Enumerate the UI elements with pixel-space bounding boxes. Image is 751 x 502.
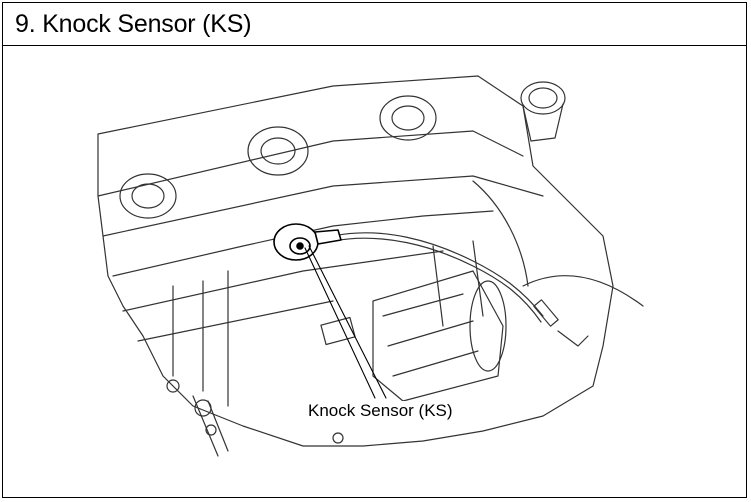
knock-sensor-callout: Knock Sensor (KS) — [306, 401, 455, 421]
starter-motor — [320, 270, 507, 402]
engine-illustration — [3, 46, 748, 498]
engine-block — [97, 75, 614, 447]
lower-bracket — [166, 379, 344, 457]
wiring-harness — [332, 180, 644, 347]
section-title: 9. Knock Sensor (KS) — [15, 10, 252, 38]
knock-sensor-part — [273, 223, 342, 261]
engine-line-drawing — [97, 75, 644, 457]
callout-leader — [304, 245, 387, 399]
section-header: 9. Knock Sensor (KS) — [3, 3, 746, 46]
